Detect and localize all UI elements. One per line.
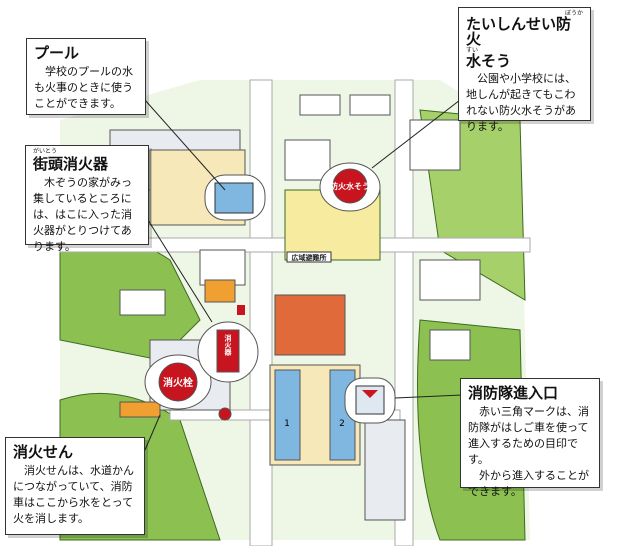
callout-extinguisher-title: 街頭消火器	[33, 155, 109, 173]
court-1	[274, 369, 301, 461]
callout-cistern-title-2: 水そう	[466, 52, 512, 70]
callout-entrance-title: 消防隊進入口	[468, 384, 559, 402]
hydrant-sign-circle	[158, 362, 198, 402]
shelter-sign: 広域避難所	[292, 253, 327, 262]
callout-pool-title: プール	[34, 44, 80, 62]
callout-hydrant-title: 消火せん	[13, 443, 74, 461]
callout-cistern-title-1: たいしんせい防火	[466, 15, 572, 48]
fire-station	[274, 294, 346, 356]
callout-extinguisher-text: 木ぞうの家がみっ集しているところには、はこに入った消火器がとりつけてあります。	[33, 176, 132, 253]
hydrant-sign: 消火栓	[163, 376, 193, 389]
callout-cistern-ruby-2: すい	[466, 47, 479, 54]
callout-pool: プール 学校のプールの水も火事のときに使うことができます。	[26, 38, 146, 115]
hydrant-marker	[218, 407, 232, 421]
callout-hydrant: 消火せん 消火せんは、水道かんにつながっていて、消防車はここから水をとって火を消…	[5, 437, 145, 535]
cistern-sign-circle	[332, 168, 368, 204]
pool	[214, 182, 254, 214]
callout-cistern-ruby-1: ぼうか	[564, 10, 583, 17]
court-2-label: 2	[339, 419, 345, 429]
cistern-sign: 防火水そう	[330, 181, 370, 191]
red-triangle-mark	[362, 390, 378, 398]
shelter-sign-board	[286, 251, 332, 263]
road-vertical-center	[249, 79, 273, 546]
callout-extinguisher-ruby: がいとう	[33, 148, 58, 155]
callout-cistern: ぼうかたいしんせい防火 すい水そう 公園や小学校には、地しんが起きてもこわれない…	[458, 7, 591, 133]
callout-entrance-text-2: 外から進入することができます。	[468, 469, 589, 498]
leader-lines	[144, 99, 463, 451]
court-1-label: 1	[284, 419, 290, 429]
houses	[119, 94, 481, 361]
callout-pool-text: 学校のプールの水も火事のときに使うことができます。	[34, 65, 133, 110]
callout-entrance: 消防隊進入口 赤い三角マークは、消防隊がはしご車を使って進入するための目印です。…	[460, 378, 600, 498]
orange-roof	[119, 401, 161, 418]
orange-house	[204, 279, 236, 303]
callout-entrance-text-1: 赤い三角マークは、消防隊がはしご車を使って進入するための目印です。	[468, 405, 589, 466]
extinguisher-sign: 消火器	[224, 334, 233, 357]
callout-cistern-text: 公園や小学校には、地しんが起きてもこわれない防火水そうがあります。	[466, 72, 576, 133]
apartment-building	[364, 419, 406, 521]
extinguisher-marker	[237, 305, 245, 315]
extinguisher-box	[216, 329, 240, 373]
callout-hydrant-text: 消火せんは、水道かんにつながっていて、消防車はここから水をとって火を消します。	[13, 464, 134, 525]
callout-extinguisher: がいとう街頭消火器 木ぞうの家がみっ集しているところには、はこに入った消火器がと…	[25, 145, 149, 253]
